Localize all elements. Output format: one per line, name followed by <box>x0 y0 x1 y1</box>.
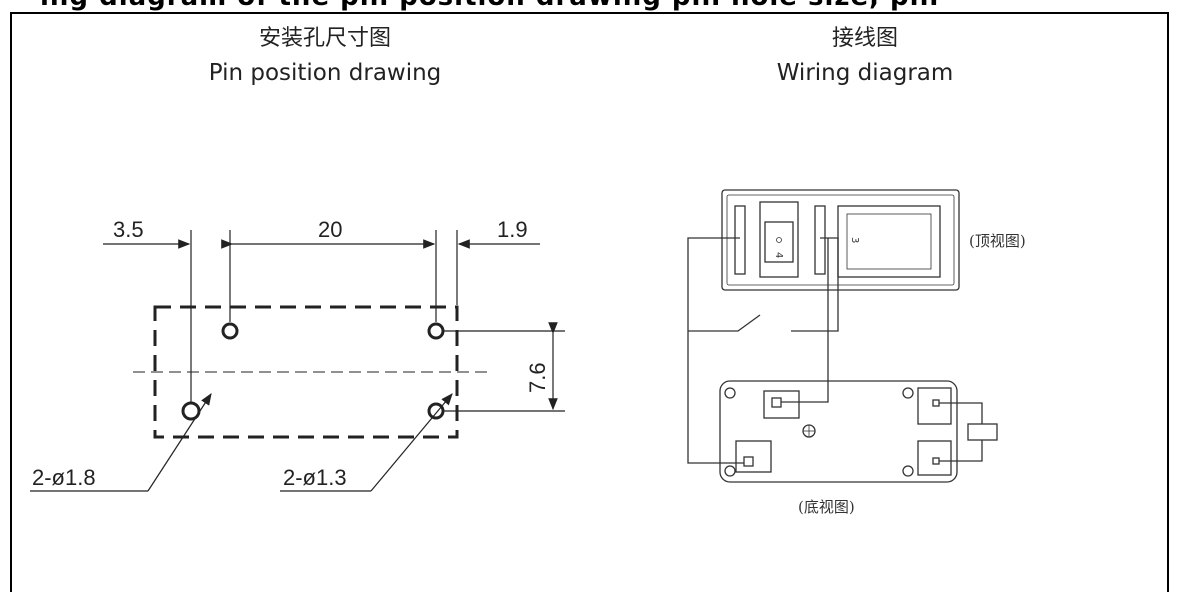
mount-hole <box>902 387 914 399</box>
wire-right-down <box>781 238 829 403</box>
top-view-label: (顶视图) <box>969 232 1026 250</box>
wiring-title-cn: 接线图 <box>831 26 898 51</box>
pin-position-drawing <box>30 230 565 492</box>
pin-hole-top-right <box>427 322 445 340</box>
wire-switch <box>688 314 761 332</box>
leader-small-hole <box>370 393 453 492</box>
terminal-3-inner <box>846 213 932 270</box>
pin-drawing-title-cn: 安装孔尺寸图 <box>258 26 391 51</box>
cropped-header-text: ing diagram of the pin position drawing … <box>40 0 939 12</box>
bottom-terminal-pin <box>771 397 782 408</box>
mount-hole <box>724 465 736 477</box>
leader-large-hole <box>147 392 212 492</box>
pin-hole-bottom-right <box>427 402 445 420</box>
bottom-view-label: (底视图) <box>798 498 855 516</box>
dim-label-20: 20 <box>318 217 342 242</box>
terminal-3-label: 3 <box>849 237 860 243</box>
terminal-4-dot <box>776 237 782 243</box>
bottom-terminal <box>735 440 772 473</box>
wiring-title-en: Wiring diagram <box>776 60 954 86</box>
pin-drawing-title-en: Pin position drawing <box>208 60 442 86</box>
dim-label-small-hole: 2-ø1.3 <box>283 465 347 490</box>
bottom-terminal <box>917 440 952 476</box>
top-view-inner <box>726 194 955 286</box>
bottom-terminal-pin <box>932 457 940 465</box>
top-view-slot <box>734 205 746 275</box>
wire-right-top <box>791 237 839 332</box>
terminal-4-inner <box>764 221 794 263</box>
terminal-4-box <box>759 201 799 278</box>
top-view-body <box>721 189 960 291</box>
bottom-view-body <box>719 380 958 483</box>
top-view-slot <box>814 205 826 275</box>
dim-label-3-5: 3.5 <box>113 217 144 242</box>
wire-left-loop <box>687 237 744 464</box>
bottom-terminal-pin <box>932 399 940 407</box>
wire-coil <box>939 402 983 462</box>
dim-label-large-hole: 2-ø1.8 <box>32 465 96 490</box>
mount-hole <box>902 465 914 477</box>
mount-hole <box>724 387 736 399</box>
figure-frame <box>10 12 1169 592</box>
relay-outline-dashed <box>153 305 459 439</box>
coil-symbol <box>967 423 998 441</box>
dim-label-1-9: 1.9 <box>497 217 528 242</box>
bottom-terminal <box>763 390 800 419</box>
pin-hole-top-left <box>221 322 239 340</box>
bottom-terminal <box>917 387 952 425</box>
wiring-diagram <box>687 189 998 483</box>
bottom-terminal-pin <box>743 456 754 467</box>
dim-label-7-6: 7.6 <box>525 362 550 393</box>
terminal-4-label: 4 <box>773 252 784 258</box>
cropped-header-strip: ing diagram of the pin position drawing … <box>0 0 1181 12</box>
